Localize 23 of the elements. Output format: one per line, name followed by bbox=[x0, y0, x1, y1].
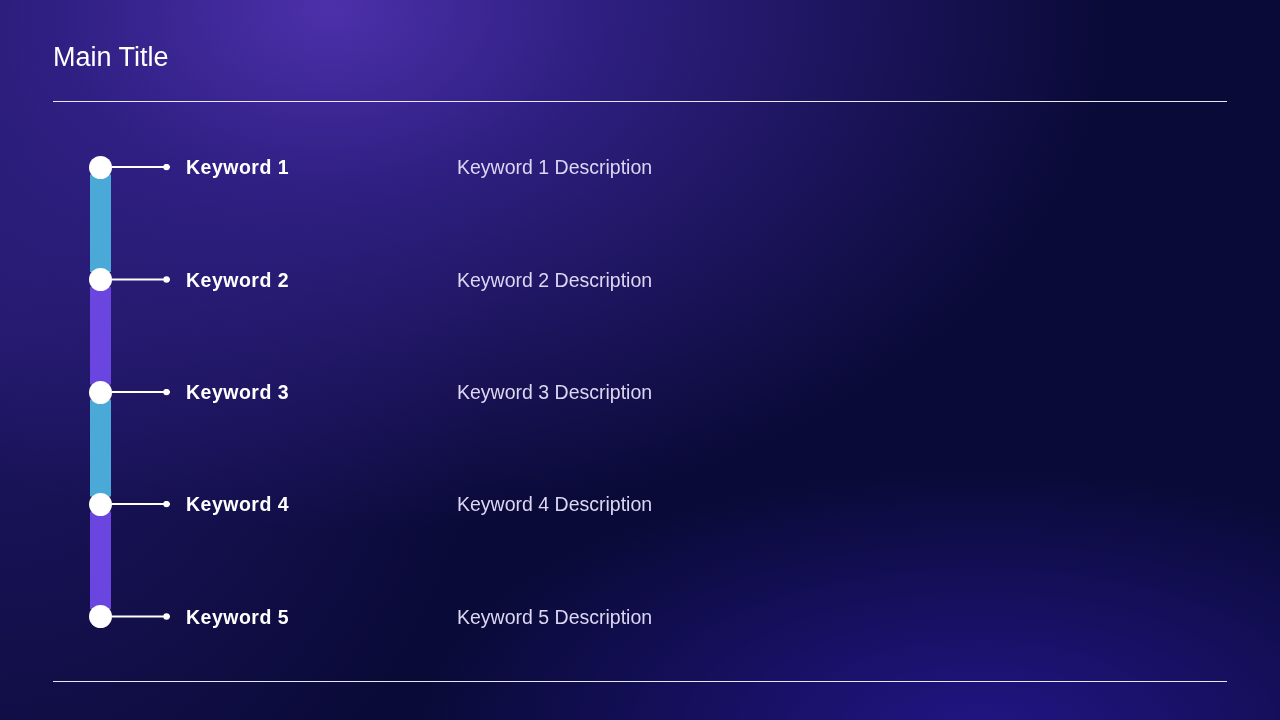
description-text: Keyword 5 Description bbox=[457, 604, 653, 630]
timeline-bar bbox=[90, 511, 111, 609]
keyword-label: Keyword 1 bbox=[186, 155, 290, 180]
timeline-dot bbox=[89, 268, 112, 291]
keyword-label: Keyword 5 bbox=[186, 604, 290, 630]
timeline-bar bbox=[90, 174, 111, 272]
timeline-dot bbox=[89, 605, 112, 628]
timeline-dot bbox=[89, 155, 112, 179]
description-text: Keyword 4 Description bbox=[457, 492, 653, 517]
leader-line bbox=[111, 388, 171, 396]
leader-line bbox=[111, 276, 171, 283]
slide-title: Main Title bbox=[53, 42, 169, 72]
description-text: Keyword 2 Description bbox=[457, 267, 653, 293]
timeline-bar bbox=[90, 399, 111, 497]
leader-line bbox=[111, 613, 171, 620]
description-text: Keyword 3 Description bbox=[457, 380, 653, 405]
keyword-label: Keyword 4 bbox=[186, 492, 290, 517]
keyword-label: Keyword 3 bbox=[186, 380, 290, 405]
timeline-bar bbox=[90, 287, 111, 385]
keyword-label: Keyword 2 bbox=[186, 267, 290, 293]
leader-line bbox=[111, 500, 171, 508]
leader-line bbox=[111, 163, 171, 171]
description-text: Keyword 1 Description bbox=[457, 155, 653, 180]
